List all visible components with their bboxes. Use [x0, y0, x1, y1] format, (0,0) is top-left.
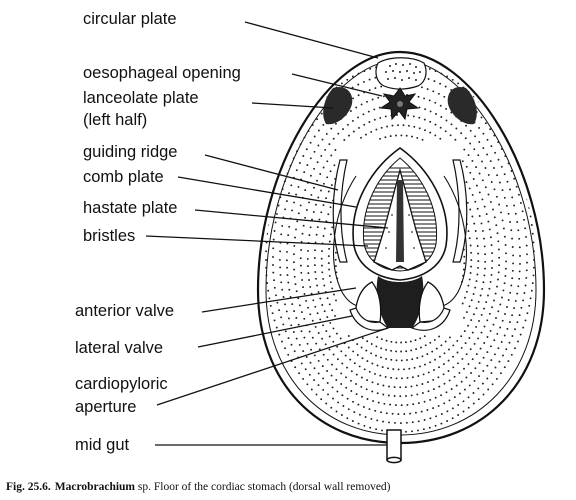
label-hastate-plate: hastate plate [83, 199, 178, 217]
lanceolate-plate-left [323, 86, 353, 125]
label-guiding-ridge: guiding ridge [83, 143, 178, 161]
label-aperture: aperture [75, 398, 136, 416]
label-lanceolate-left-half: (left half) [83, 111, 147, 129]
circular-plate-dots [385, 63, 421, 81]
mid-gut-end [386, 456, 402, 464]
lateral-valve-left [349, 307, 390, 331]
hastate-plate-dots [385, 199, 415, 249]
caption-genus: Macrobrachium [55, 481, 136, 493]
label-oesophageal-opening: oesophageal opening [83, 64, 241, 82]
label-lanceolate-plate: lanceolate plate [83, 89, 199, 107]
lateral-valve-right [410, 307, 451, 331]
oesophageal-opening-centre [397, 101, 403, 107]
caption-rest: sp. Floor of the cordiac stomach (dorsal… [135, 481, 391, 493]
label-mid-gut: mid gut [75, 436, 130, 454]
mid-gut [386, 429, 402, 461]
label-comb-plate: comb plate [83, 168, 164, 186]
label-cardiopyloric: cardiopyloric [75, 375, 168, 393]
label-bristles: bristles [83, 227, 135, 245]
label-lateral-valve: lateral valve [75, 339, 163, 357]
label-anterior-valve: anterior valve [75, 302, 174, 320]
figure-caption: Fig. 25.6. Macrobrachium sp. Floor of the… [6, 481, 391, 493]
caption-fig-number: Fig. 25.6. [6, 481, 51, 493]
label-circular-plate: circular plate [83, 10, 177, 28]
leader-lines [145, 21, 389, 446]
hastate-plate-midrib [396, 180, 404, 262]
cardiopyloric-aperture [376, 276, 424, 328]
circular-plate [375, 57, 427, 90]
lanceolate-plate-right [447, 86, 477, 125]
